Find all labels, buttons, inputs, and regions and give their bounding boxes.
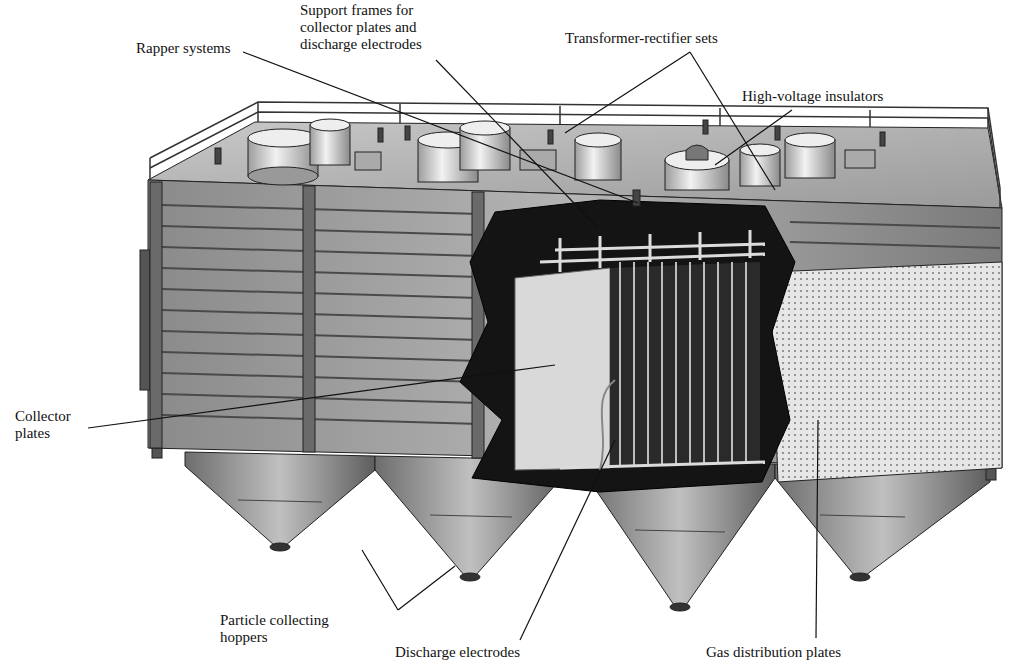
part-label: Particle collecting hoppers <box>220 612 355 646</box>
part-label: Rapper systems <box>136 40 256 57</box>
part-label: Support frames for collector plates and … <box>300 2 450 53</box>
roof-equipment <box>215 119 885 206</box>
leader-lines <box>88 52 818 640</box>
cutaway-interior <box>460 200 795 492</box>
part-label: Gas distribution plates <box>706 644 906 661</box>
railing <box>150 102 1000 208</box>
side-flange <box>140 250 150 390</box>
gas-distribution-panel <box>770 262 1002 482</box>
part-label: Transformer-rectifier sets <box>565 30 765 47</box>
part-label: Discharge electrodes <box>395 644 595 661</box>
part-label: Collector plates <box>15 408 85 442</box>
part-label: High-voltage insulators <box>742 88 932 105</box>
columns <box>150 182 484 458</box>
